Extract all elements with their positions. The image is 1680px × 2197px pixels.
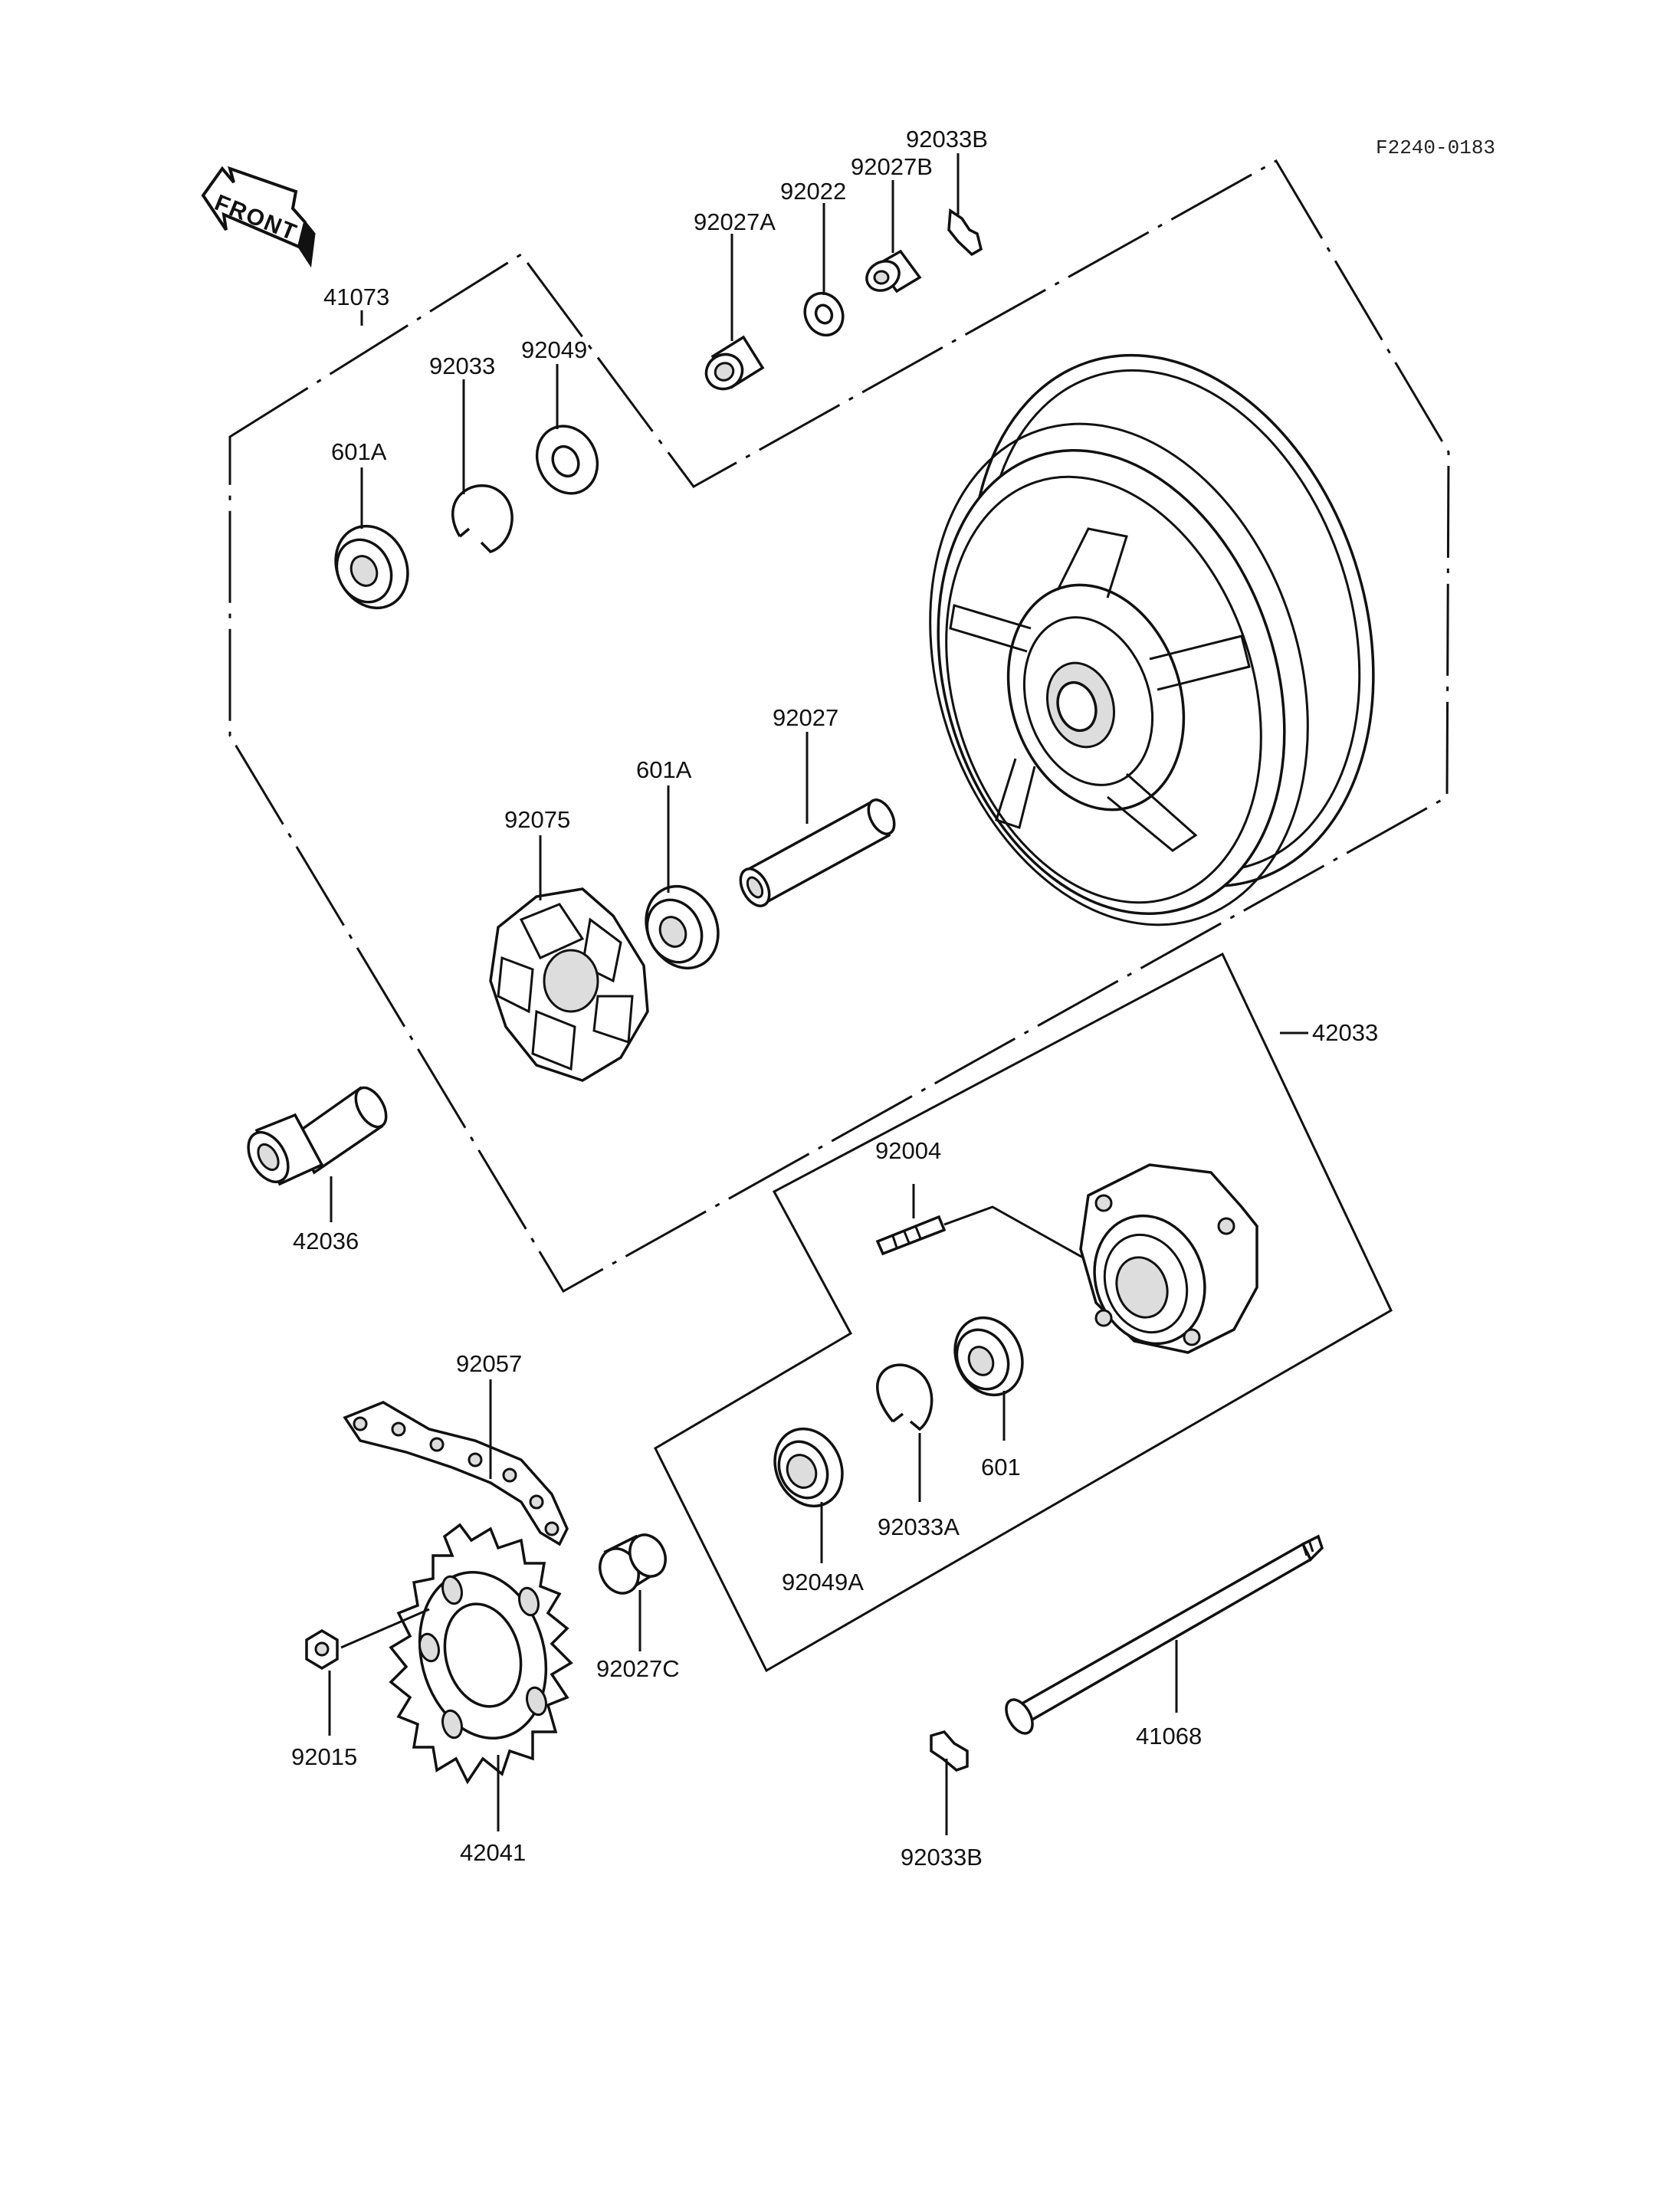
label-601: 601 xyxy=(981,1454,1021,1481)
label-92033: 92033 xyxy=(429,353,495,379)
circlip-92033 xyxy=(451,484,514,554)
bearing-601a-mid xyxy=(645,884,720,970)
label-92027: 92027 xyxy=(773,704,838,731)
collar-42036 xyxy=(247,1086,388,1186)
label-92027c: 92027C xyxy=(596,1655,680,1682)
front-arrow-icon: FRONT xyxy=(201,166,316,268)
label-92027a: 92027A xyxy=(694,208,776,235)
label-601a-top: 601A xyxy=(331,438,387,465)
bearing-601 xyxy=(953,1316,1024,1397)
label-42041: 42041 xyxy=(460,1839,526,1866)
label-92015: 92015 xyxy=(291,1743,357,1770)
sprocket-42041 xyxy=(389,1523,573,1785)
label-92033b-bottom: 92033B xyxy=(901,1844,983,1871)
label-92027b: 92027B xyxy=(851,153,933,180)
damper-92075 xyxy=(489,887,649,1082)
spacer-tube-92027 xyxy=(739,798,896,907)
label-92004: 92004 xyxy=(875,1137,941,1164)
drive-chain-92057 xyxy=(343,1401,569,1546)
collar-92027a xyxy=(704,335,765,391)
label-92075: 92075 xyxy=(504,806,570,833)
oil-seal-92049a xyxy=(773,1427,844,1508)
clip-92033b-bottom xyxy=(930,1730,969,1772)
drawing-code: F2240-0183 xyxy=(1376,136,1495,159)
sprocket-carrier-hub xyxy=(1079,1163,1258,1354)
label-92057: 92057 xyxy=(456,1350,522,1377)
bearing-601a-top xyxy=(334,524,409,610)
hub-assembly-outline xyxy=(654,952,1393,1673)
label-92033b-top: 92033B xyxy=(906,126,988,152)
stud-92004 xyxy=(875,1205,1089,1262)
label-92033a: 92033A xyxy=(878,1513,960,1540)
label-92022: 92022 xyxy=(780,178,846,205)
nut-92015 xyxy=(305,1628,339,1671)
circlip-92033a xyxy=(876,1363,934,1431)
washer-92049 xyxy=(535,425,599,495)
label-601a-mid: 601A xyxy=(636,756,692,783)
clip-92033b-top xyxy=(947,208,983,257)
collar-92027b xyxy=(865,249,922,293)
label-92049a: 92049A xyxy=(782,1569,864,1595)
washer-92022 xyxy=(803,291,845,337)
collar-92027c xyxy=(599,1533,667,1595)
leader-lines xyxy=(328,153,1308,1835)
axle-41068 xyxy=(1005,1534,1324,1735)
label-42036: 42036 xyxy=(293,1228,359,1254)
label-42033: 42033 xyxy=(1312,1019,1378,1046)
rear-wheel-rim xyxy=(929,353,1375,926)
wheel-assembly-outline xyxy=(228,159,1450,1294)
label-41073: 41073 xyxy=(323,284,389,310)
label-92049: 92049 xyxy=(521,336,587,363)
label-41068: 41068 xyxy=(1136,1723,1202,1749)
